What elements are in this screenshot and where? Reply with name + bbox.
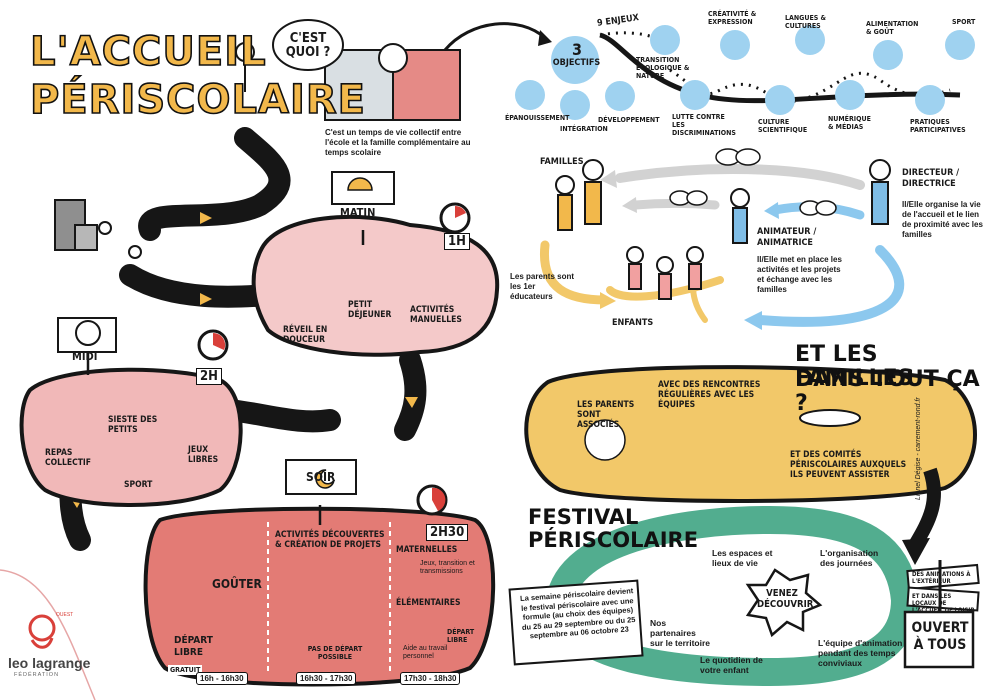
actor-animateur-text: Il/Elle met en place les activités et le… [757,255,842,294]
actor-directeur: DIRECTEUR / DIRECTRICE [902,168,960,189]
actor-arrows [539,163,905,330]
objectives-label: OBJECTIFS [552,58,601,68]
logo-side: OUEST [56,612,74,618]
matin-sign: MATIN [340,206,376,219]
festival-sign-2: ET DANS LES LOCAUX DE L'ACCUEIL DE LOISI… [912,593,975,614]
sign-posts [86,230,365,525]
objectives-count: 3 [571,40,582,59]
festival-panel-text: La semaine périscolaire devient le festi… [519,586,636,641]
objective-integration: INTÉGRATION [560,125,608,133]
actor-enfants: ENFANTS [612,318,654,328]
festival-loop [545,505,920,687]
speech-bubbles [669,148,837,216]
festival-espaces: Les espaces et lieux de vie [712,548,773,568]
midi-jeux: JEUX LIBRES [188,445,219,465]
actor-directeur-text: Il/Elle organise la vie de l'accueil et … [902,200,983,239]
clocks [197,202,471,516]
cestquoi-bubble: C'EST QUOI ? [285,31,331,60]
actor-familles: FAMILLES [540,157,584,167]
enjeux-path [599,31,951,104]
festival-sign-1: DES ANIMATIONS À L'EXTÉRIEUR [912,571,971,585]
matin-petit-dejeuner: PETIT DÉJEUNER [348,300,392,320]
soir-maternelles-text: Jeux, transition et transmissions [420,560,475,575]
enjeux-road [599,32,961,104]
stick-figures [98,42,891,300]
soir-time-1: 16h - 16h30 [196,672,248,685]
festival-equipe: L'équipe d'animation pendant des temps c… [818,638,903,668]
familles-title-1: ET LES FAMILLES [795,342,914,391]
actor-parents-text: Les parents sont les 1er éducateurs [510,272,575,301]
enjeu-langues: LANGUES & CULTURES [785,14,826,30]
school-building [54,199,98,251]
soir-duration: 2h30 [426,524,469,541]
soir-time-3: 17h30 - 18h30 [400,672,461,685]
matin-reveil: RÉVEIL EN DOUCEUR [283,325,328,345]
familles-to-festival-arrow [908,467,942,549]
soir-gratuit-badge: GRATUIT [168,665,203,675]
midi-sign: MIDI [72,350,98,363]
matin-duration: 1h [444,233,470,250]
soir-pas-depart: PAS DE DÉPART POSSIBLE [307,645,363,661]
midi-repas: REPAS COLLECTIF [45,448,91,468]
familles-blob [524,365,977,503]
page-title-line2: PÉRISCOLAIRE [29,77,366,123]
logo-mark [28,614,56,649]
objective-epanouissement: ÉPANOUISSEMENT [505,114,570,122]
objective-circles [515,25,975,120]
festival-partenaires: Nos partenaires sur le territoire [650,618,710,648]
midi-blob [19,367,243,507]
enjeu-discriminations: LUTTE CONTRE LES DISCRIMINATIONS [672,113,736,137]
festival-ouvert: OUVERT À TOUS [911,620,969,653]
objective-developpement: DÉVELOPPEMENT [598,116,660,124]
enjeu-alimentation: ALIMENTATION & GOÛT [866,20,919,36]
soir-time-2: 16h30 - 17h30 [296,672,357,685]
festival-quotidien: Le quotidien de votre enfant [700,655,763,675]
venez-star [745,568,823,638]
soir-elementaires: ÉLÉMENTAIRES [396,598,461,608]
logo-name: leo lagrange [8,655,91,671]
familles-rencontres: AVEC DES RENCONTRES RÉGULIÈRES AVEC LES … [658,380,761,410]
soir-activites: ACTIVITÉS DÉCOUVERTES & CRÉATION DE PROJ… [275,530,385,550]
soir-gouter: GOÛTER [212,577,262,591]
soir-depart-libre-2: DÉPART LIBRE [447,628,475,644]
page-title-line1: L'ACCUEIL [29,29,267,75]
cestquoi-text: C'est un temps de vie collectif entre l'… [325,128,471,157]
credit-text: Lionel Dégise - carrement-rond.fr [915,397,922,500]
enjeu-pratiques: PRATIQUES PARTICIPATIVES [910,118,966,134]
festival-title-2: PÉRISCOLAIRE [528,528,699,552]
soir-maternelles: MATERNELLES [396,545,458,555]
enjeu-creativite: CRÉATIVITÉ & EXPRESSION [708,10,757,26]
cestquoi-illustration [272,19,552,121]
festival-panel-board [508,579,644,666]
festival-title-1: FESTIVAL [528,505,639,529]
festival-organisation: L'organisation des journées [820,548,879,568]
logo-sub: FÉDÉRATION [14,672,60,678]
enjeu-culture-scientifique: CULTURE SCIENTIFIQUE [758,118,808,134]
familles-comites: ET DES COMITÉS PÉRISCOLAIRES AUXQUELS IL… [790,450,907,480]
enjeu-transition: TRANSITION ÉCOLOGIQUE & NATURE [636,56,690,80]
soir-depart-libre: DÉPART LIBRE [174,635,213,658]
actor-animateur: ANIMATEUR / ANIMATRICE [757,227,817,248]
enjeu-numerique: NUMÉRIQUE & MÉDIAS [828,115,871,131]
matin-activites: ACTIVITÉS MANUELLES [410,305,462,325]
familles-title-2: DANS TOUT ÇA ? [795,367,980,416]
midi-sport: SPORT [124,480,153,490]
familles-parents-associes: LES PARENTS SONT ASSOCIÉS [577,400,635,430]
festival-venez-decouvrir: VENEZ DÉCOUVRIR [757,588,814,610]
matin-blob [251,214,500,357]
soir-sign: SOIR [306,470,336,484]
enjeu-sport: SPORT [952,18,976,26]
soir-aide: Aide au travail personnel [403,645,448,660]
midi-duration: 2h [196,368,222,385]
midi-sieste: SIESTE DES PETITS [108,415,158,435]
soir-blob [143,506,496,687]
